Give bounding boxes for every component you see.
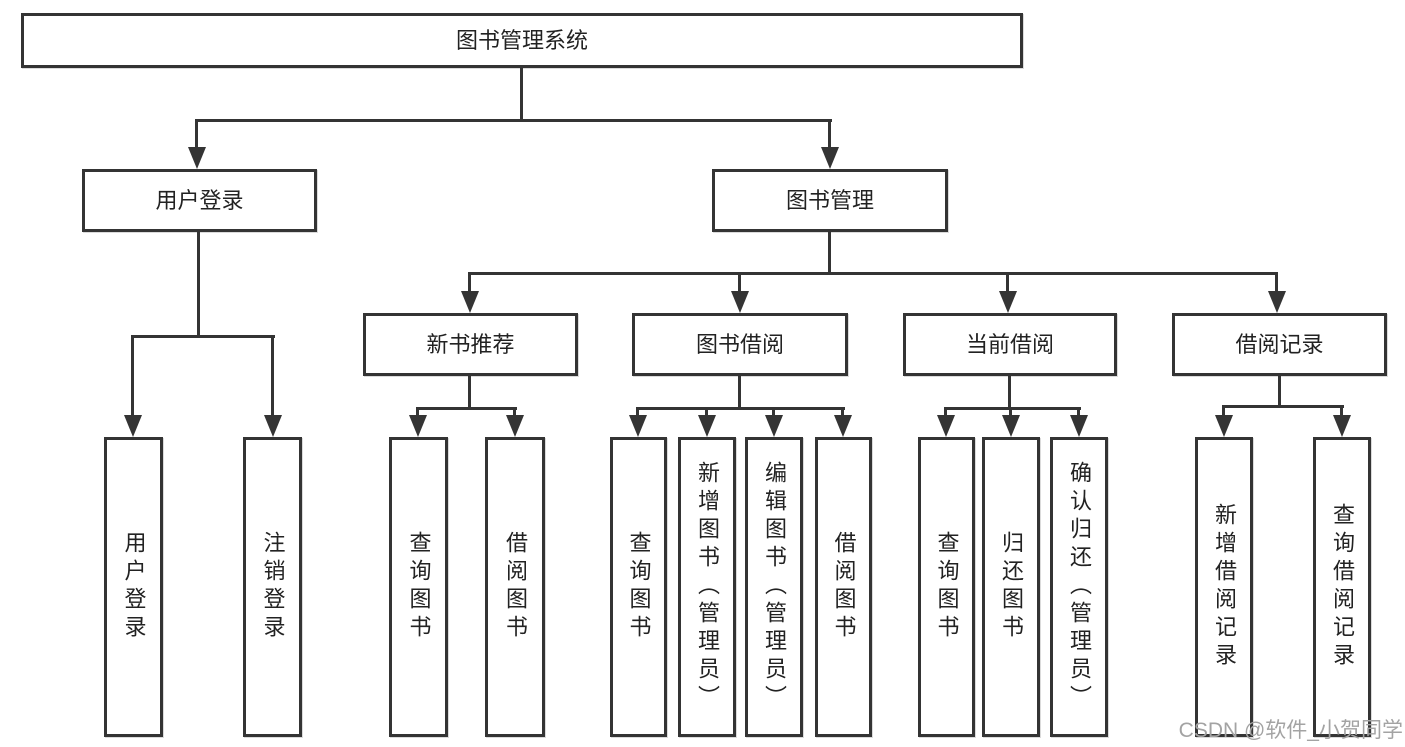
connector-line [131, 335, 134, 417]
node-book-management: 图书管理 [712, 169, 948, 232]
leaf-logout: 注销登录 [243, 437, 302, 737]
leaf-add-borrow-record: 新增借阅记录 [1195, 437, 1253, 737]
arrow-down-icon [124, 415, 142, 437]
arrow-down-icon [409, 415, 427, 437]
leaf-add-borrow-record-label: 新增借阅记录 [1212, 503, 1237, 671]
connector-line [1008, 376, 1011, 407]
arrow-down-icon [834, 415, 852, 437]
leaf-user-login: 用户登录 [104, 437, 163, 737]
connector-line [636, 407, 845, 410]
leaf-query-borrow-record-label: 查询借阅记录 [1330, 503, 1355, 671]
connector-line [468, 272, 471, 293]
node-new-book-recommend-label: 新书推荐 [426, 331, 515, 357]
leaf-logout-label: 注销登录 [260, 531, 286, 643]
connector-line [1275, 272, 1278, 293]
connector-line [520, 68, 523, 119]
node-book-management-label: 图书管理 [785, 187, 874, 213]
node-book-borrow-label: 图书借阅 [695, 331, 784, 357]
arrow-down-icon [731, 291, 749, 313]
connector-line [196, 119, 832, 122]
arrow-down-icon [765, 415, 783, 437]
arrow-down-icon [821, 147, 839, 169]
node-current-borrow-label: 当前借阅 [965, 331, 1054, 357]
connector-line [1340, 405, 1343, 419]
connector-line [1278, 376, 1281, 405]
connector-line [513, 407, 516, 419]
arrow-down-icon [264, 415, 282, 437]
connector-line [944, 407, 947, 419]
leaf-query-book-3: 查询图书 [918, 437, 975, 737]
connector-line [416, 407, 517, 410]
connector-line [738, 272, 741, 293]
connector-line [416, 407, 419, 419]
connector-line [1077, 407, 1080, 419]
node-root-label: 图书管理系统 [455, 27, 588, 53]
connector-line [1009, 407, 1012, 419]
connector-line [195, 119, 198, 149]
connector-line [197, 232, 200, 335]
leaf-borrow-book-2-label: 借阅图书 [831, 531, 857, 643]
node-user-login-label: 用户登录 [155, 187, 244, 213]
leaf-query-borrow-record: 查询借阅记录 [1313, 437, 1371, 737]
connector-line [1222, 405, 1344, 408]
arrow-down-icon [937, 415, 955, 437]
leaf-query-book-2: 查询图书 [610, 437, 667, 737]
node-current-borrow: 当前借阅 [903, 313, 1117, 376]
arrow-down-icon [1333, 415, 1351, 437]
connector-line [636, 407, 639, 419]
leaf-query-book-1-label: 查询图书 [406, 531, 432, 643]
leaf-query-book-3-label: 查询图书 [934, 531, 960, 643]
leaf-query-book-1: 查询图书 [389, 437, 448, 737]
arrow-down-icon [1070, 415, 1088, 437]
node-root: 图书管理系统 [21, 13, 1023, 68]
node-new-book-recommend: 新书推荐 [363, 313, 578, 376]
leaf-return-book: 归还图书 [982, 437, 1040, 737]
connector-line [828, 119, 831, 149]
connector-line [1222, 405, 1225, 419]
connector-line [468, 376, 471, 407]
connector-line [271, 335, 274, 417]
arrow-down-icon [461, 291, 479, 313]
leaf-edit-book-admin-label: 编辑图书（管理员） [762, 461, 787, 713]
node-borrow-record-label: 借阅记录 [1235, 331, 1324, 357]
arrow-down-icon [1002, 415, 1020, 437]
leaf-borrow-book-2: 借阅图书 [815, 437, 872, 737]
connector-line [1006, 272, 1009, 293]
connector-line [705, 407, 708, 419]
watermark-text: CSDN @软件_小贺同学 [1178, 719, 1403, 742]
connector-line [944, 407, 1081, 410]
node-borrow-record: 借阅记录 [1172, 313, 1387, 376]
node-user-login: 用户登录 [82, 169, 317, 232]
leaf-confirm-return-admin-label: 确认归还（管理员） [1067, 461, 1092, 713]
leaf-user-login-label: 用户登录 [121, 531, 147, 643]
leaf-borrow-book-1-label: 借阅图书 [503, 531, 528, 643]
leaf-edit-book-admin: 编辑图书（管理员） [745, 437, 803, 737]
arrow-down-icon [698, 415, 716, 437]
leaf-return-book-label: 归还图书 [999, 531, 1024, 643]
leaf-add-book-admin: 新增图书（管理员） [678, 437, 736, 737]
arrow-down-icon [999, 291, 1017, 313]
leaf-query-book-2-label: 查询图书 [626, 531, 652, 643]
node-book-borrow: 图书借阅 [632, 313, 848, 376]
arrow-down-icon [188, 147, 206, 169]
connector-line [772, 407, 775, 419]
connector-line [131, 335, 275, 338]
arrow-down-icon [1215, 415, 1233, 437]
leaf-add-book-admin-label: 新增图书（管理员） [695, 461, 720, 713]
connector-line [841, 407, 844, 419]
arrow-down-icon [629, 415, 647, 437]
connector-line [738, 376, 741, 407]
leaf-borrow-book-1: 借阅图书 [485, 437, 545, 737]
arrow-down-icon [1268, 291, 1286, 313]
leaf-confirm-return-admin: 确认归还（管理员） [1050, 437, 1108, 737]
arrow-down-icon [506, 415, 524, 437]
connector-line [468, 272, 1278, 275]
connector-line [828, 232, 831, 272]
